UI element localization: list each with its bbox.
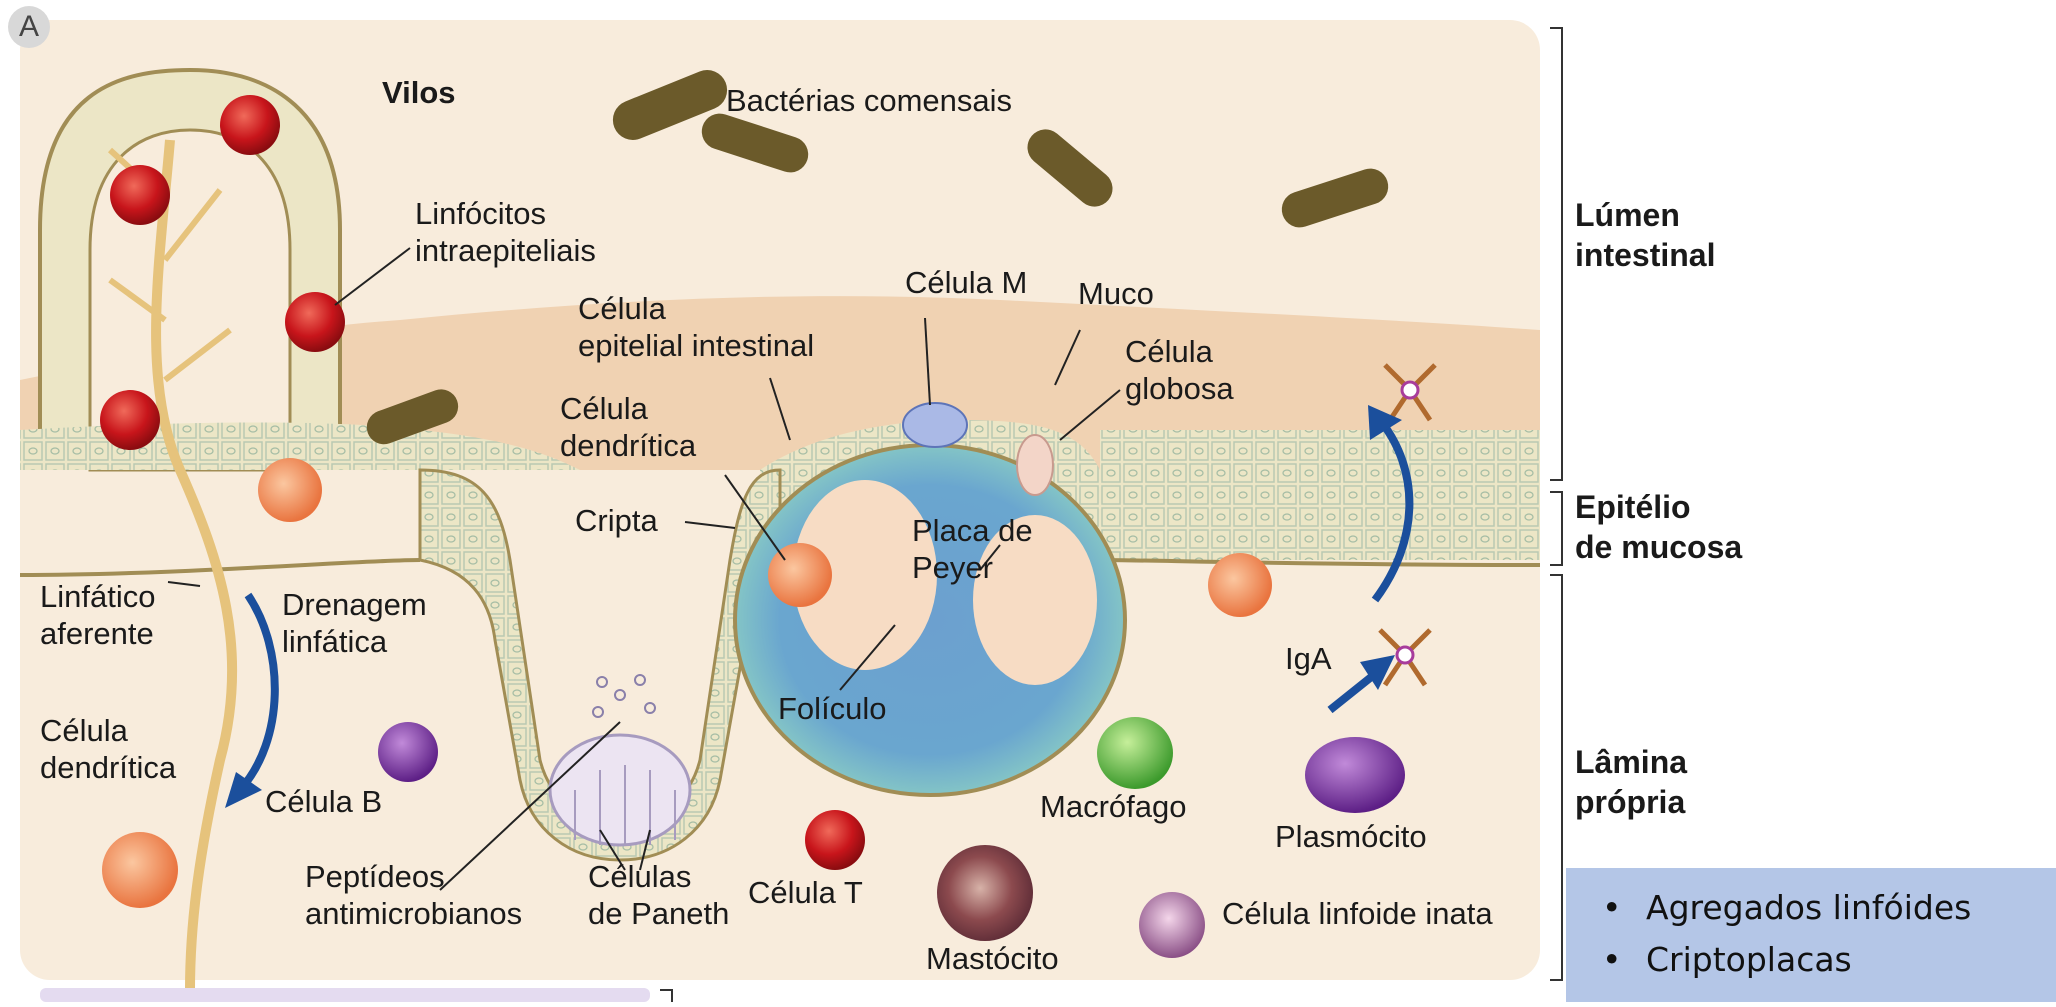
- label-linfocitos: Linfócitos intraepiteliais: [415, 195, 596, 269]
- t-cell: [220, 95, 280, 155]
- label-celula-t: Célula T: [748, 874, 863, 911]
- t-cell: [100, 390, 160, 450]
- b-cell: [378, 722, 438, 782]
- goblet-cell: [1017, 435, 1053, 495]
- label-muco: Muco: [1078, 275, 1154, 312]
- label-macrofago: Macrófago: [1040, 788, 1186, 825]
- label-cripta: Cripta: [575, 502, 658, 539]
- label-celula-b: Célula B: [265, 783, 382, 820]
- note-item: • Agregados linfóides: [1566, 882, 2056, 934]
- label-celula-linfoide: Célula linfoide inata: [1222, 895, 1493, 932]
- label-celula-epitelial: Célula epitelial intestinal: [578, 290, 814, 364]
- label-bacterias: Bactérias comensais: [726, 82, 1012, 119]
- iga-j-chain: [1402, 382, 1418, 398]
- mast-cell: [937, 845, 1033, 941]
- label-vilos: Vilos: [382, 74, 456, 111]
- t-cell: [805, 810, 865, 870]
- bracket-bottom: [660, 990, 672, 1002]
- region-lamina: Lâmina própria: [1575, 742, 1687, 822]
- dendritic-cell: [102, 832, 178, 908]
- epithelium-band-right: [1100, 430, 1540, 560]
- bracket-lumen: [1550, 28, 1562, 480]
- label-linfatico-aferente: Linfático aferente: [40, 578, 155, 652]
- t-cell: [285, 292, 345, 352]
- label-peptideos: Peptídeos antimicrobianos: [305, 858, 522, 932]
- label-celula-globosa: Célula globosa: [1125, 333, 1234, 407]
- label-celulas-paneth: Células de Paneth: [588, 858, 729, 932]
- dendritic-cell: [258, 458, 322, 522]
- dendritic-cell: [768, 543, 832, 607]
- panel-letter: A: [8, 6, 50, 48]
- note-text: Agregados linfóides: [1646, 888, 1971, 927]
- region-epitelio: Epitélio de mucosa: [1575, 487, 1742, 567]
- next-panel-strip: [40, 988, 650, 1002]
- label-celula-dendritica-top: Célula dendrítica: [560, 390, 696, 464]
- label-plasmocito: Plasmócito: [1275, 818, 1427, 855]
- label-drenagem: Drenagem linfática: [282, 586, 427, 660]
- note-item: • Criptoplacas: [1566, 934, 2056, 986]
- plasma-cell: [1305, 737, 1405, 813]
- paneth-cells: [550, 735, 690, 845]
- dendritic-cell: [1208, 553, 1272, 617]
- iga-j-chain: [1397, 647, 1413, 663]
- region-lumen: Lúmen intestinal: [1575, 195, 1715, 275]
- label-celula-m: Célula M: [905, 264, 1027, 301]
- note-text: Criptoplacas: [1646, 940, 1852, 979]
- macrophage: [1097, 717, 1173, 789]
- innate-lymphoid-cell: [1139, 892, 1205, 958]
- label-foliculo: Folículo: [778, 690, 887, 727]
- bullet: •: [1602, 934, 1621, 986]
- m-cell: [903, 403, 967, 447]
- bullet: •: [1602, 882, 1621, 934]
- bracket-lamina: [1550, 575, 1562, 980]
- notes-list: • Agregados linfóides • Criptoplacas: [1566, 868, 2056, 986]
- label-mastocito: Mastócito: [926, 940, 1059, 977]
- label-placa-peyer: Placa de Peyer: [912, 512, 1033, 586]
- label-celula-dendritica-bottom: Célula dendrítica: [40, 712, 176, 786]
- notes-box: • Agregados linfóides • Criptoplacas: [1566, 868, 2056, 1002]
- t-cell: [110, 165, 170, 225]
- label-iga: IgA: [1285, 640, 1332, 677]
- bracket-epithelium: [1550, 492, 1562, 565]
